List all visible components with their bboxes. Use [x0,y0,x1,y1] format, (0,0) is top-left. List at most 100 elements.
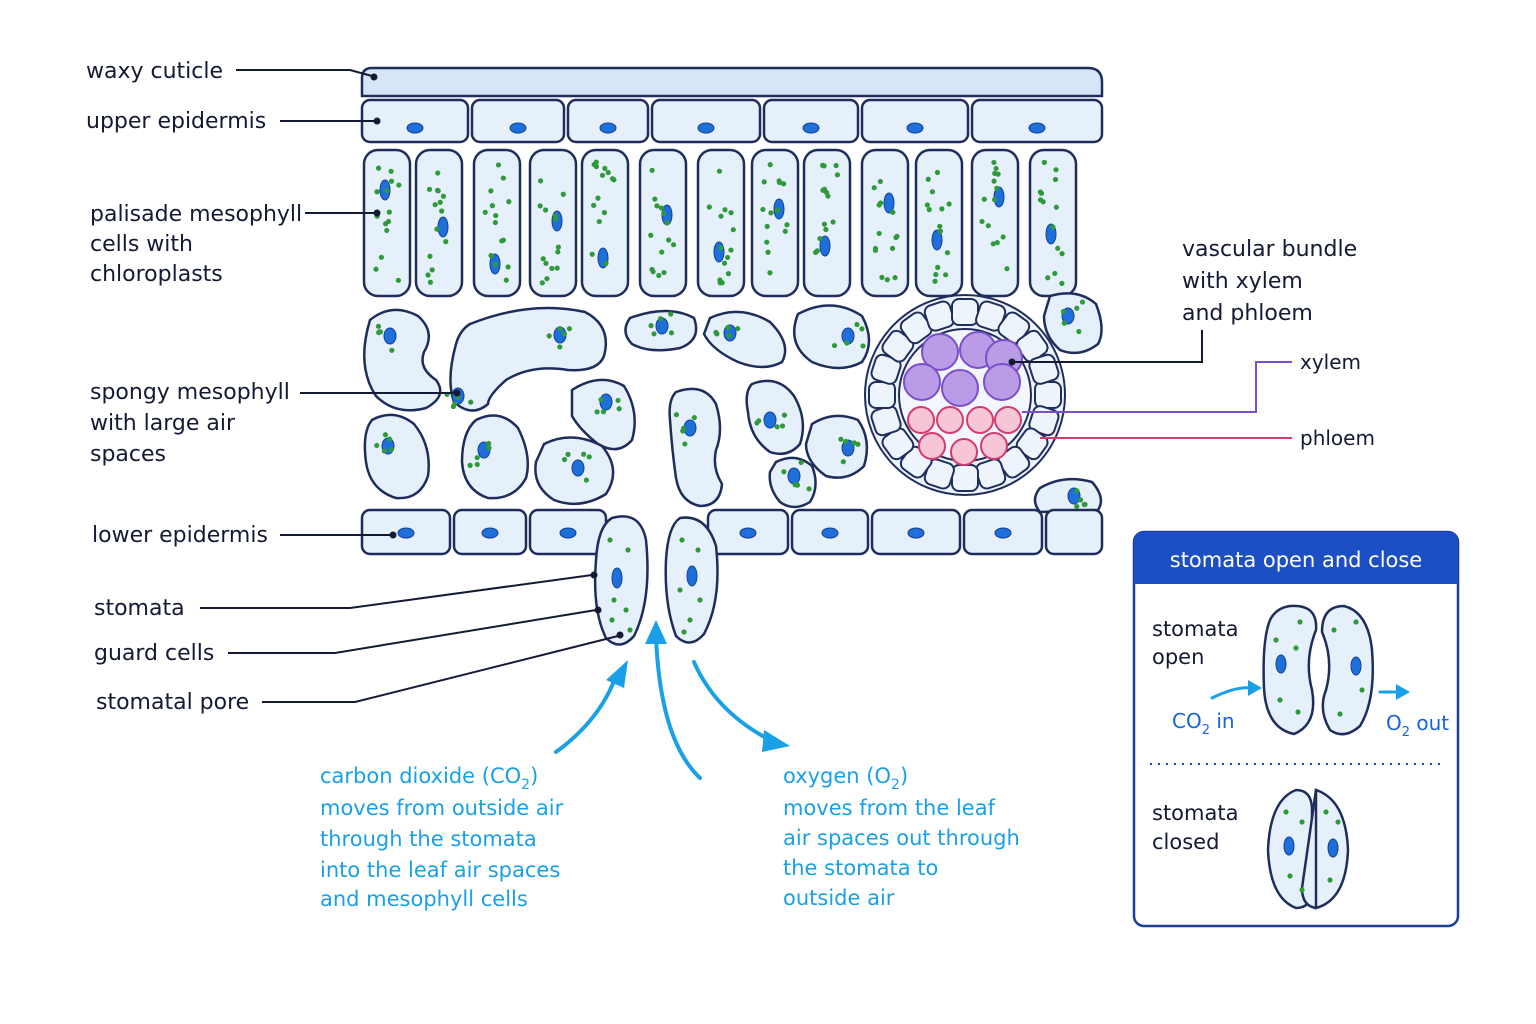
chloroplast [831,342,838,349]
chloroplast [728,247,734,253]
chloroplast [774,207,781,213]
xylem-cells [903,331,1023,407]
chloroplast [794,482,801,488]
chloroplast [1061,320,1067,326]
chloroplast [375,323,382,329]
chloroplast [1273,637,1279,643]
upper-epidermis [360,98,1104,144]
nucleus [739,527,757,539]
chloroplast [817,236,823,242]
chloroplast [566,326,573,332]
chloroplast [650,269,656,275]
chloroplast [583,477,589,483]
chloroplast [492,219,498,226]
chloroplast [677,587,683,593]
chloroplast [718,245,724,251]
nucleus [509,122,527,134]
chloroplast [374,189,380,195]
chloroplast [994,185,1000,191]
chloroplast [429,267,435,273]
chloroplast [381,448,387,454]
chloroplast [933,271,939,278]
chloroplast [388,447,394,453]
chloroplast [937,228,944,234]
chloroplast [373,266,379,272]
label-vascular-line1: vascular bundle [1182,237,1357,262]
chloroplast [814,248,820,254]
chloroplast [503,277,509,283]
chloroplast [437,199,443,205]
chloroplast [1076,328,1082,335]
chloroplast [879,274,885,281]
chloroplast [486,445,492,451]
label-spongy-line1: spongy mesophyll [90,380,290,405]
chloroplast [765,249,771,255]
chloroplast [929,189,936,195]
chloroplast [557,325,563,332]
chloroplast [561,456,568,463]
chloroplast [611,597,617,603]
label-stomatal-pore: stomatal pore [96,690,249,715]
chloroplast [670,242,677,248]
chloroplast [722,207,728,213]
chloroplast [728,210,734,216]
co2-arrow-center [654,634,702,780]
chloroplast [946,201,952,207]
chloroplast [1074,305,1080,311]
chloroplast [682,441,688,447]
o2-note-line5: outside air [783,886,895,910]
chloroplast [1299,819,1305,825]
chloroplast [1055,245,1061,251]
chloroplast [435,188,441,194]
label-spongy-line2: with large air [90,411,236,436]
chloroplast [782,228,788,234]
chloroplast [697,597,703,603]
palisade-mesophyll [362,148,1078,298]
upper-epidermis-cell [860,98,970,144]
chloroplast [1323,809,1329,815]
phloem-cell [980,432,1008,460]
chloroplast [1353,619,1359,625]
chloroplast [661,269,667,276]
chloroplast [894,233,900,239]
chloroplast [687,617,693,623]
chloroplast [767,162,773,168]
chloroplast [395,277,402,283]
nucleus [481,527,499,539]
chloroplast [679,537,685,543]
chloroplast [935,264,941,270]
palisade-cell [970,148,1020,298]
chloroplast [378,254,384,260]
chloroplast [821,163,827,169]
chloroplast [625,547,631,553]
chloroplast [939,206,945,212]
chloroplast [474,461,480,468]
chloroplast [1297,619,1303,625]
chloroplast [932,278,938,284]
chloroplast [990,241,996,247]
chloroplast [602,165,608,171]
chloroplast [1293,645,1299,651]
chloroplast [607,537,613,543]
o2-note-line2: moves from the leaf [783,796,996,820]
inset-closed-label-2: closed [1152,830,1219,854]
chloroplast [659,249,665,255]
inset-o2-out: O2 out [1386,711,1449,740]
nucleus [697,122,715,134]
chloroplast [474,455,480,461]
chloroplast [609,617,615,623]
chloroplast [601,209,608,216]
chloroplast [764,223,770,229]
chloroplast [979,218,985,225]
chloroplast [658,205,665,211]
bundle-sheath-cell [1034,381,1062,409]
chloroplast [561,331,568,337]
chloroplast [721,260,728,266]
chloroplast [806,486,812,492]
co2-note-line4: into the leaf air spaces [320,858,560,882]
chloroplast [1079,299,1086,305]
chloroplast [384,188,390,194]
chloroplast [615,397,621,404]
chloroplast [376,329,382,335]
chloroplast [539,280,545,286]
